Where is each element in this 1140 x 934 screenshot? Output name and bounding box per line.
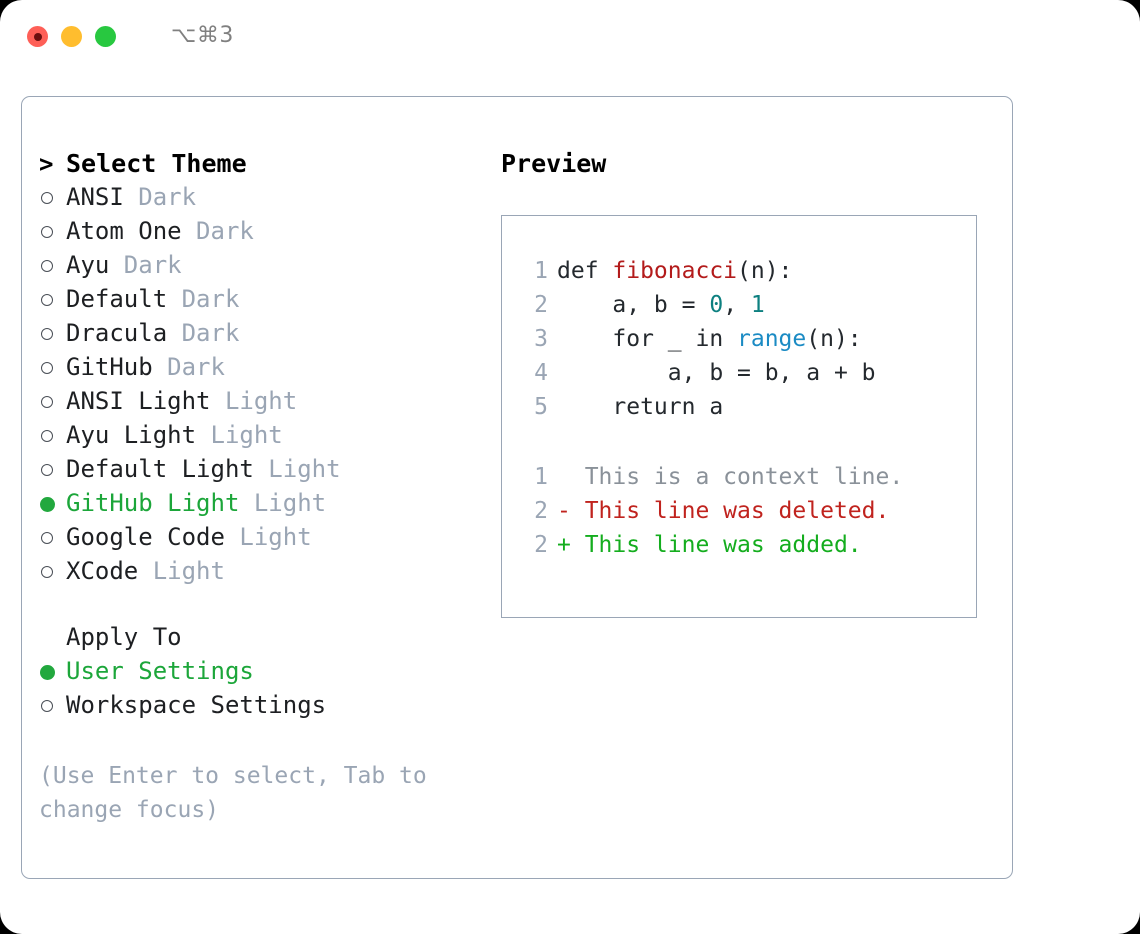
theme-option-atom-one[interactable]: Atom One Dark [39, 217, 479, 251]
diff-line: 1 This is a context line. [518, 464, 970, 498]
code-token-plain: a, b = [557, 292, 710, 318]
maximize-button[interactable] [95, 26, 116, 47]
theme-option-variant: Dark [123, 183, 197, 211]
apply-to-option-label: Workspace Settings [66, 691, 327, 719]
diff-sample: 1 This is a context line.2- This line wa… [518, 464, 970, 566]
theme-option-variant: Dark [152, 353, 225, 381]
code-token-num: 0 [709, 292, 724, 318]
theme-option-label: GitHub [66, 353, 153, 381]
theme-option-variant: Dark [181, 217, 254, 245]
diff-line: 2 + This line was added. [518, 532, 970, 566]
theme-option-label: Atom One [66, 217, 182, 245]
theme-option-ansi[interactable]: ANSI Dark [39, 183, 479, 217]
theme-option-label: Default Light [66, 455, 254, 483]
theme-picker-title: Select Theme [66, 149, 247, 178]
theme-option-variant: Light [253, 455, 341, 483]
code-line-number: 1 [534, 258, 548, 284]
theme-option-label: GitHub Light [66, 489, 240, 517]
code-line-text: return a [548, 394, 723, 420]
code-token-plain: def [557, 258, 613, 284]
theme-option-variant: Light [239, 489, 327, 517]
theme-option-variant: Light [224, 523, 312, 551]
diff-line-number: 2 [534, 532, 548, 558]
theme-option-label: ANSI Light [66, 387, 211, 415]
code-token-plain: (n): [737, 258, 793, 284]
theme-option-label: XCode [66, 557, 139, 585]
apply-to-header: Apply To [39, 623, 479, 657]
theme-option-dracula[interactable]: Dracula Dark [39, 319, 479, 353]
theme-option-default-light[interactable]: Default Light Light [39, 455, 479, 489]
code-token-plain: return a [557, 394, 724, 420]
theme-option-label: ANSI [66, 183, 124, 211]
theme-option-ansi-light[interactable]: ANSI Light Light [39, 387, 479, 421]
code-token-call: range [737, 326, 807, 352]
apply-to-option-workspace-settings[interactable]: Workspace Settings [39, 691, 479, 725]
diff-line-number: 2 [534, 498, 548, 524]
preview-title: Preview [501, 149, 607, 178]
close-button[interactable] [27, 26, 48, 47]
theme-option-xcode[interactable]: XCode Light [39, 557, 479, 591]
apply-to-option-label: User Settings [66, 657, 254, 685]
theme-option-variant: Light [210, 387, 298, 415]
title-bar: ⌥⌘3 [0, 0, 1140, 76]
theme-option-variant: Dark [109, 251, 182, 279]
code-line-text: for _ in range(n): [548, 326, 862, 352]
code-line-number: 2 [534, 292, 548, 318]
code-line: 3 for _ in range(n): [518, 326, 970, 360]
theme-option-variant: Light [196, 421, 283, 449]
code-line-number: 5 [534, 394, 548, 420]
minimize-button[interactable] [61, 26, 82, 47]
theme-option-ayu[interactable]: Ayu Dark [39, 251, 479, 285]
code-token-num: 1 [750, 292, 765, 318]
theme-option-github[interactable]: GitHub Dark [39, 353, 479, 387]
apply-to-option-user-settings[interactable]: User Settings [39, 657, 479, 691]
theme-option-label: Google Code [66, 523, 225, 551]
theme-option-label: Dracula [66, 319, 168, 347]
theme-option-github-light[interactable]: GitHub Light Light [39, 489, 479, 523]
theme-option-variant: Dark [167, 319, 240, 347]
code-line-text: a, b = b, a + b [548, 360, 876, 386]
theme-option-ayu-light[interactable]: Ayu Light Light [39, 421, 479, 455]
apply-to-title: Apply To [66, 623, 182, 651]
code-token-plain: , [723, 292, 751, 318]
diff-line-text-add: + This line was added. [557, 532, 862, 558]
code-token-plain: a, b = b, a + b [557, 360, 876, 386]
code-token-fn: fibonacci [612, 258, 738, 284]
diff-line-number: 1 [534, 464, 548, 490]
theme-option-label: Ayu Light [66, 421, 197, 449]
keyboard-shortcut-label: ⌥⌘3 [171, 23, 234, 48]
theme-option-google-code[interactable]: Google Code Light [39, 523, 479, 557]
keyboard-hint: (Use Enter to select, Tab to change focu… [39, 763, 441, 823]
theme-option-label: Default [66, 285, 168, 313]
code-token-plain: for _ in [557, 326, 738, 352]
traffic-lights [27, 26, 116, 47]
code-line: 5 return a [518, 394, 970, 428]
code-line-text: a, b = 0, 1 [548, 292, 765, 318]
theme-option-label: Ayu [66, 251, 110, 279]
code-line: 2 a, b = 0, 1 [518, 292, 970, 326]
code-line-text: def fibonacci(n): [548, 258, 792, 284]
theme-picker-header: > Select Theme [39, 149, 479, 183]
diff-line: 2 - This line was deleted. [518, 498, 970, 532]
theme-option-variant: Light [138, 557, 225, 585]
code-line-number: 3 [534, 326, 548, 352]
diff-line-text-ctx: This is a context line. [557, 464, 904, 490]
code-line: 4 a, b = b, a + b [518, 360, 970, 394]
code-token-plain: (n): [806, 326, 862, 352]
theme-option-variant: Dark [167, 285, 240, 313]
caret-icon: > [39, 150, 54, 178]
diff-line-text-del: - This line was deleted. [557, 498, 890, 524]
code-line-number: 4 [534, 360, 548, 386]
theme-option-default[interactable]: Default Dark [39, 285, 479, 319]
